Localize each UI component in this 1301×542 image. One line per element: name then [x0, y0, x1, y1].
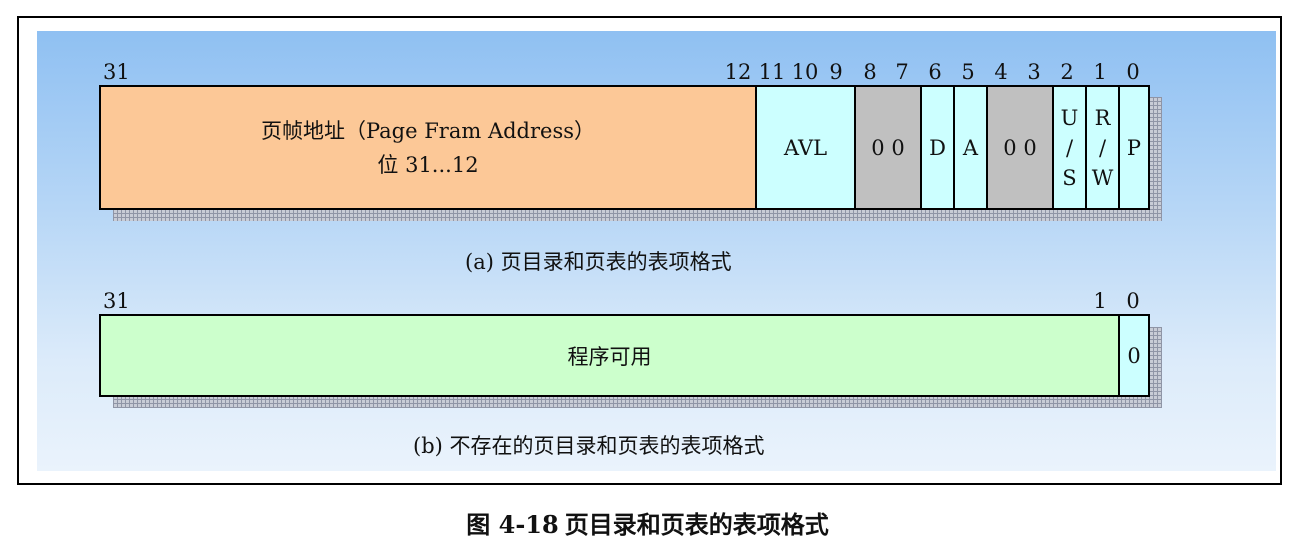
- bit-number-9: 9: [829, 60, 843, 84]
- field-program-available: 程序可用: [101, 316, 1118, 395]
- rw-char-r: R: [1094, 105, 1111, 130]
- us-char-slash: /: [1065, 135, 1074, 160]
- us-char-s: S: [1062, 165, 1077, 190]
- bit-number-12: 12: [724, 60, 752, 84]
- register-a: 页帧地址（Page Fram Address） 位 31...12 AVL 0 …: [99, 85, 1150, 210]
- bit-number-6: 6: [928, 60, 942, 84]
- bit-number-1-b: 1: [1093, 289, 1107, 313]
- bit-number-7: 7: [895, 60, 909, 84]
- bit-number-5: 5: [961, 60, 975, 84]
- field-avl: AVL: [755, 87, 854, 208]
- bit-number-10: 10: [791, 60, 819, 84]
- bit-number-0: 0: [1126, 60, 1140, 84]
- us-char-u: U: [1060, 105, 1079, 130]
- bit-number-11: 11: [758, 60, 786, 84]
- field-read-write: R / W: [1085, 87, 1118, 208]
- address-bits-label: 位 31...12: [377, 152, 479, 177]
- field-dirty: D: [920, 87, 953, 208]
- field-reserved-4-3: 0 0: [986, 87, 1052, 208]
- register-b: 程序可用 0: [99, 314, 1150, 397]
- address-label: 页帧地址（Page Fram Address）: [260, 118, 596, 143]
- figure-number: 图 4-18: [466, 510, 559, 539]
- bit-number-2: 2: [1060, 60, 1074, 84]
- field-accessed: A: [953, 87, 986, 208]
- bit-number-1: 1: [1093, 60, 1107, 84]
- field-page-frame-address: 页帧地址（Page Fram Address） 位 31...12: [101, 87, 755, 208]
- field-present-zero: 0: [1118, 316, 1148, 395]
- field-user-supervisor: U / S: [1052, 87, 1085, 208]
- bit-number-0-b: 0: [1126, 289, 1140, 313]
- bit-number-31-b: 31: [103, 289, 130, 313]
- figure-title-text: 页目录和页表的表项格式: [564, 510, 829, 539]
- bit-number-8: 8: [863, 60, 877, 84]
- rw-char-w: W: [1091, 165, 1114, 190]
- rw-char-slash: /: [1098, 135, 1107, 160]
- bit-number-3: 3: [1027, 60, 1041, 84]
- caption-a: (a) 页目录和页表的表项格式: [465, 250, 732, 274]
- field-reserved-8-7: 0 0: [854, 87, 920, 208]
- field-present: P: [1118, 87, 1148, 208]
- bit-number-31: 31: [103, 60, 130, 84]
- caption-b: (b) 不存在的页目录和页表的表项格式: [413, 434, 765, 458]
- bit-number-4: 4: [994, 60, 1008, 84]
